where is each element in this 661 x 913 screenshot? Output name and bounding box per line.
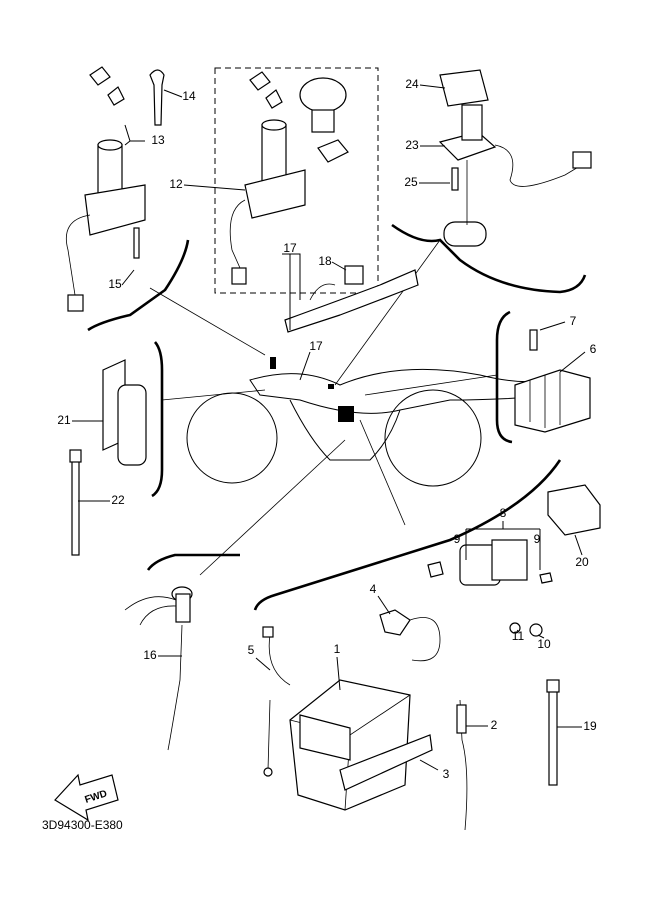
battery-cable-5 <box>262 626 291 777</box>
callout-5: 5 <box>248 643 255 657</box>
callout-17a: 17 <box>283 241 297 255</box>
callout-13: 13 <box>151 133 165 147</box>
battery-location-marker <box>338 406 354 422</box>
relay-21 <box>102 359 147 466</box>
battery-band-3 <box>339 734 433 791</box>
cable-tie-22 <box>69 449 82 556</box>
cable-tie-19 <box>546 679 560 786</box>
callout-11: 11 <box>512 629 525 643</box>
callout-8: 8 <box>500 506 507 520</box>
fuel-sender-23 <box>438 69 592 247</box>
leader-lines <box>72 84 586 771</box>
fwd-arrow <box>54 773 119 822</box>
callout-18: 18 <box>318 254 332 268</box>
motorcycle-silhouette <box>186 357 562 487</box>
wire-harness-17 <box>284 265 419 333</box>
callout-25: 25 <box>404 175 418 189</box>
starter-relay-8 <box>427 539 553 637</box>
callout-23: 23 <box>405 138 419 152</box>
callout-16: 16 <box>143 648 157 662</box>
main-switch-13 <box>65 66 146 312</box>
callout-3: 3 <box>443 767 450 781</box>
callout-24: 24 <box>405 77 419 91</box>
breather-pipe-2 <box>456 699 468 831</box>
main-switch-kit-12 <box>229 71 349 285</box>
callout-10: 10 <box>537 637 551 651</box>
callout-6: 6 <box>590 342 597 356</box>
callout-15: 15 <box>108 277 122 291</box>
diagram-code: 3D94300-E380 <box>42 818 123 832</box>
callout-9a: 9 <box>454 532 461 546</box>
rectifier-6 <box>514 329 591 433</box>
callout-1: 1 <box>334 642 341 656</box>
callout-12: 12 <box>169 177 183 191</box>
callout-labels: 1 2 3 4 5 6 7 8 9 9 10 11 12 13 14 15 16… <box>57 77 597 806</box>
callout-21: 21 <box>57 413 71 427</box>
callout-19: 19 <box>583 719 597 733</box>
horn-16 <box>124 586 193 751</box>
connector-20 <box>547 484 601 536</box>
callout-22: 22 <box>111 493 125 507</box>
battery-1 <box>289 679 411 811</box>
kit-12-dashed-box <box>214 67 379 294</box>
callout-4: 4 <box>370 582 377 596</box>
callout-20: 20 <box>575 555 589 569</box>
callout-17b: 17 <box>309 339 323 353</box>
callout-7: 7 <box>570 314 577 328</box>
callout-2: 2 <box>491 718 498 732</box>
key-14 <box>149 69 165 126</box>
group-brackets <box>87 223 587 611</box>
fuse-holder-4 <box>379 609 441 662</box>
callout-14: 14 <box>182 89 196 103</box>
callout-9b: 9 <box>534 532 541 546</box>
